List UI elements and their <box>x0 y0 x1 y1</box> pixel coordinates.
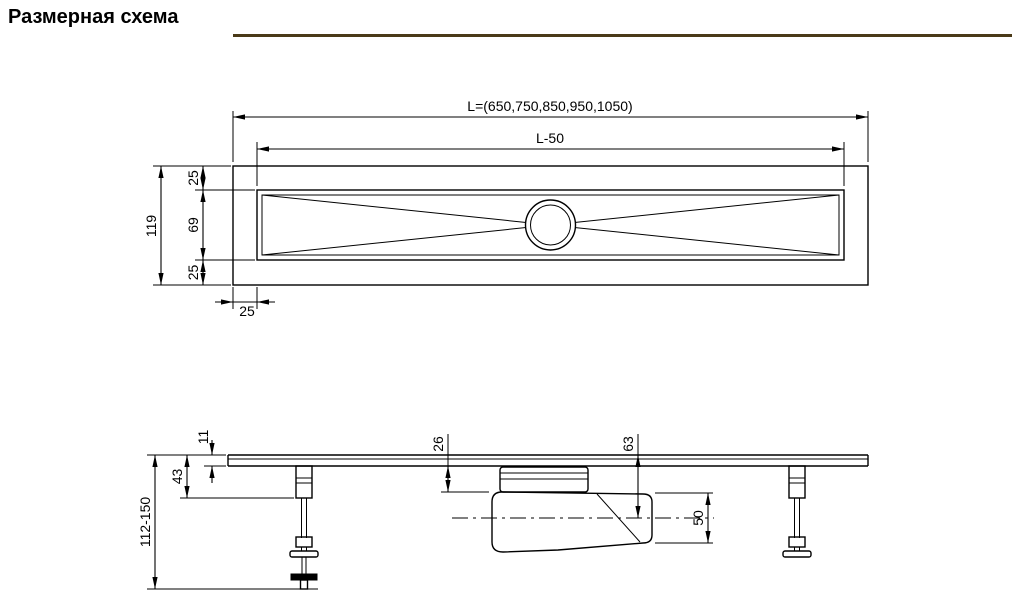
dim-label-total-width: 119 <box>143 215 159 238</box>
dim-total-width: 119 <box>143 165 231 286</box>
siphon-body <box>491 466 653 553</box>
dim-label-grate-width: 69 <box>185 217 201 233</box>
dim-label-outlet-axis-depth: 63 <box>620 436 636 452</box>
dim-mount-depth: 43 <box>169 455 294 499</box>
dim-label-overall-length: L=(650,750,850,950,1050) <box>467 98 632 114</box>
dim-outlet-diameter: 50 <box>655 492 713 544</box>
dim-label-top-flange: 25 <box>185 170 201 186</box>
dim-install-height: 112-150 <box>137 454 318 590</box>
floor-anchor-pin <box>299 579 309 590</box>
dim-trap-top-offset: 26 <box>430 434 489 493</box>
dim-label-trap-top-offset: 26 <box>430 436 446 452</box>
title-divider-line <box>233 34 1012 37</box>
dim-label-bottom-flange: 25 <box>185 265 201 281</box>
dim-label-outlet-diameter: 50 <box>690 510 706 526</box>
drain-circle-outer <box>524 199 577 251</box>
left-leg <box>289 465 319 590</box>
right-leg <box>782 465 812 558</box>
page-title: Размерная схема <box>8 6 179 28</box>
siphon-outline <box>491 491 653 553</box>
dim-label-mount-depth: 43 <box>169 469 185 485</box>
dim-overall-length: L=(650,750,850,950,1050) <box>232 98 869 162</box>
dim-outlet-axis-depth: 63 <box>620 434 641 518</box>
side-view: 11 43 112-150 26 <box>137 430 869 590</box>
dim-label-grate-length: L-50 <box>536 130 564 146</box>
channel-profile <box>227 454 869 467</box>
dim-edge-height: 11 <box>195 430 226 483</box>
channel-outer-rect <box>232 165 869 286</box>
dim-label-end-offset: 25 <box>239 303 255 319</box>
dim-widths-inner: 25 69 25 <box>185 166 255 285</box>
dim-label-edge-height: 11 <box>195 430 211 445</box>
dim-end-offset: 25 <box>215 287 275 319</box>
grate-frame <box>256 189 845 261</box>
grate-inner-frame <box>261 194 840 256</box>
floor-anchor-plate <box>290 573 318 581</box>
drain-circle-inner <box>530 204 571 246</box>
dim-grate-length: L-50 <box>256 130 845 186</box>
top-view: L=(650,750,850,950,1050) L-50 119 <box>143 98 869 319</box>
dim-label-install-height: 112-150 <box>137 497 153 548</box>
